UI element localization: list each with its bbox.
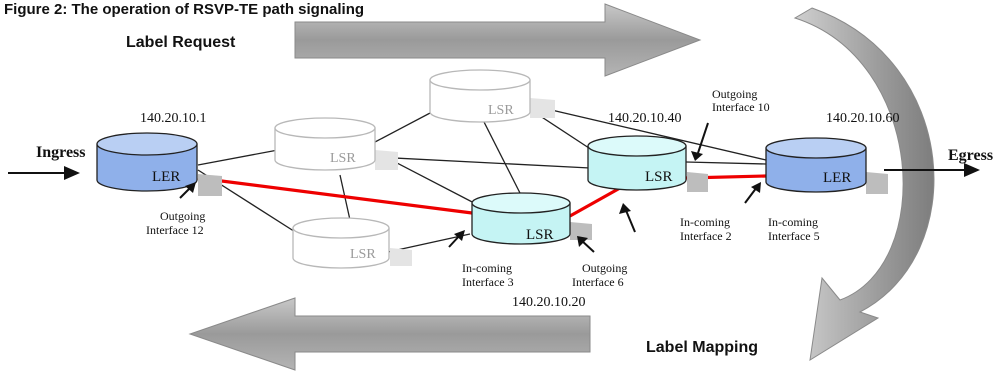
router-ler-egress-label: LER <box>823 170 851 186</box>
egress-label: Egress <box>948 147 993 164</box>
ingress-label: Ingress <box>36 144 86 161</box>
label-request-text: Label Request <box>126 34 236 51</box>
egress-arrow <box>884 163 980 177</box>
ip-ler-ingress: 140.20.10.1 <box>140 111 207 126</box>
router-lsr-top-left: LSR <box>274 117 398 171</box>
mesh-links <box>197 104 767 253</box>
router-ler-ingress-label: LER <box>152 169 180 185</box>
interface-labels: Outgoing Interface 12 In-coming Interfac… <box>146 87 820 289</box>
label-incoming-3-line1: In-coming <box>462 261 512 275</box>
label-incoming-5-line1: In-coming <box>768 215 818 229</box>
label-request-arrow <box>294 3 702 77</box>
label-outgoing-12-line2: Interface 12 <box>146 223 204 237</box>
label-incoming-3-line2: Interface 3 <box>462 275 514 289</box>
ingress-arrow <box>8 166 80 180</box>
ip-lsr-mid: 140.20.10.20 <box>512 295 586 310</box>
ip-ler-egress: 140.20.10.60 <box>826 111 900 126</box>
pointer-arrows <box>179 122 761 253</box>
router-lsr-top-label: LSR <box>488 103 514 118</box>
router-ler-egress: LER <box>765 137 888 194</box>
label-outgoing-6-line2: Interface 6 <box>572 275 624 289</box>
ip-lsr-right: 140.20.10.40 <box>608 111 682 126</box>
label-outgoing-10-line2: Interface 10 <box>712 100 770 114</box>
label-mapping-arrow <box>188 297 591 371</box>
return-curve-arrow <box>793 7 935 361</box>
label-outgoing-6-line1: Outgoing <box>582 261 627 275</box>
router-lsr-bottom-left: LSR <box>292 217 412 269</box>
router-lsr-mid: LSR <box>471 192 592 245</box>
router-lsr-top-left-label: LSR <box>330 151 356 166</box>
router-lsr-top: LSR <box>429 69 555 123</box>
router-lsr-right: LSR <box>587 135 708 192</box>
label-outgoing-10-line1: Outgoing <box>712 87 757 101</box>
label-incoming-5-line2: Interface 5 <box>768 229 820 243</box>
figure-caption: Figure 2: The operation of RSVP-TE path … <box>4 1 364 18</box>
router-lsr-mid-label: LSR <box>526 227 554 243</box>
router-ler-ingress: LER <box>96 132 222 196</box>
router-lsr-bottom-left-label: LSR <box>350 247 376 262</box>
label-incoming-2-line1: In-coming <box>680 215 730 229</box>
label-outgoing-12-line1: Outgoing <box>160 209 205 223</box>
label-incoming-2-line2: Interface 2 <box>680 229 732 243</box>
label-mapping-text: Label Mapping <box>646 339 758 356</box>
router-lsr-right-label: LSR <box>645 169 673 185</box>
